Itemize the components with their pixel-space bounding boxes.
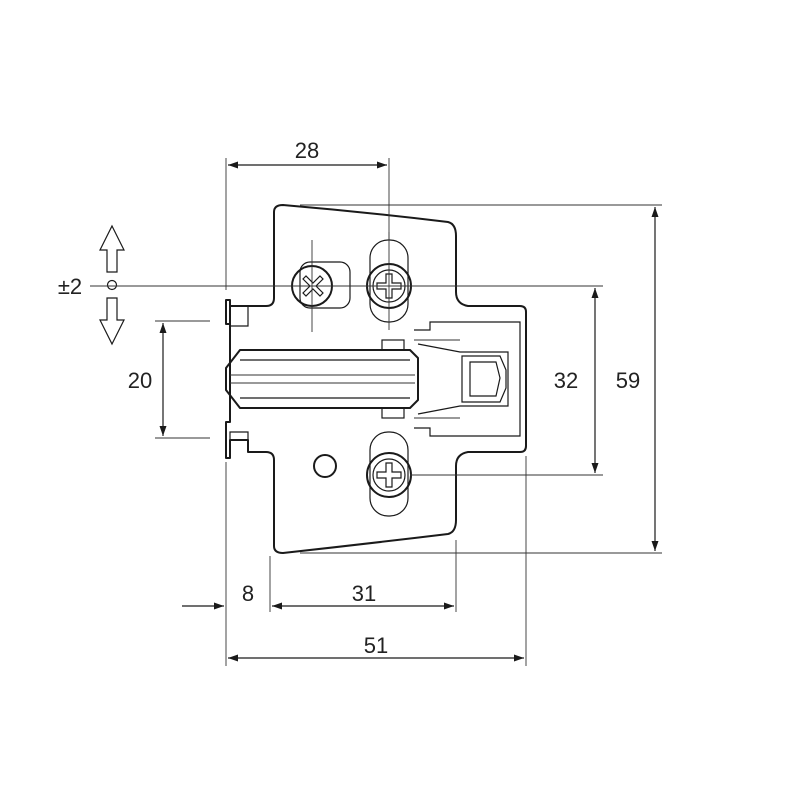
top-screw-icon <box>366 232 412 330</box>
dim-top-width: 28 <box>295 138 319 163</box>
adjust-arrows-icon <box>90 224 470 346</box>
pilot-hole <box>313 454 337 478</box>
dim-overall-width: 51 <box>364 633 388 658</box>
dim-slot-height-lines <box>155 320 210 439</box>
dim-screw-spacing-lines <box>410 285 603 476</box>
dim-offset-left: 8 <box>242 581 254 606</box>
dim-plate-height: 59 <box>616 368 640 393</box>
dim-hole-span: 31 <box>352 581 376 606</box>
dim-slot-height: 20 <box>128 368 152 393</box>
dim-bottom-lines <box>182 456 527 666</box>
mounting-plate-body <box>225 204 527 554</box>
slide-channel <box>225 321 521 437</box>
dim-top-width-lines <box>225 158 390 290</box>
dim-plate-height-lines <box>300 204 662 554</box>
bottom-screw-icon <box>366 431 412 517</box>
dim-screw-spacing: 32 <box>554 368 578 393</box>
dim-adjust-range: ±2 <box>58 274 82 299</box>
